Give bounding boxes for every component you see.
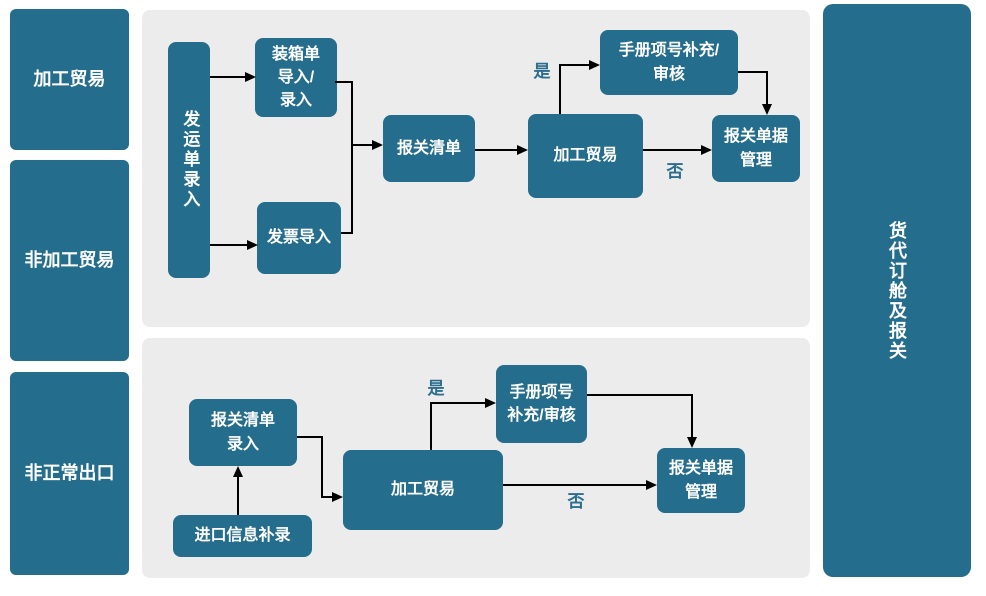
lane-processing-trade: 加工贸易 (10, 9, 129, 150)
arrowhead-right (332, 492, 343, 502)
connector-line (210, 244, 248, 246)
connector-line (559, 64, 561, 114)
arrowhead-right (517, 145, 528, 155)
node-doc-management-top: 报关单据 管理 (712, 115, 800, 182)
node-ship-order-entry: 发运单录入 (168, 42, 210, 278)
lane-freight-booking-declaration: 货代订舱及报关 (823, 4, 971, 577)
lane-non-processing-trade: 非加工贸易 (10, 160, 129, 361)
connector-line (503, 484, 647, 486)
connector-line (335, 81, 353, 83)
connector-line (475, 149, 518, 151)
connector-line (321, 436, 323, 497)
arrowhead-right (701, 145, 712, 155)
arrowhead-down (687, 437, 697, 448)
arrowhead-right (646, 480, 657, 490)
node-invoice-import: 发票导入 (257, 202, 341, 274)
arrowhead-right (589, 60, 600, 70)
connector-line (237, 476, 239, 515)
connector-line (691, 394, 693, 438)
connector-line (766, 71, 768, 105)
connector-line (341, 232, 353, 234)
node-manual-item-audit-bottom: 手册项号 补充/审核 (496, 365, 587, 443)
arrowhead-right (247, 240, 258, 250)
arrowhead-right (245, 72, 256, 82)
connector-line (351, 144, 373, 146)
node-declaration-list-entry: 报关清单 录入 (189, 399, 297, 466)
connector-line (587, 394, 693, 396)
edge-label-no-top: 否 (666, 162, 684, 181)
arrowhead-right (372, 140, 383, 150)
arrowhead-right (485, 398, 496, 408)
node-packing-list-import: 装箱单 导入/ 录入 (255, 38, 337, 117)
connector-line (297, 436, 323, 438)
arrowhead-up (233, 466, 243, 477)
connector-line (430, 402, 432, 450)
arrowhead-down (762, 104, 772, 115)
connector-line (351, 81, 353, 234)
node-doc-management-bottom: 报关单据 管理 (657, 448, 745, 513)
connector-line (559, 64, 590, 66)
node-import-info-entry: 进口信息补录 (173, 515, 312, 557)
connector-line (430, 402, 486, 404)
edge-label-yes-top: 是 (533, 62, 551, 81)
node-processing-trade-decision-top: 加工贸易 (528, 114, 643, 198)
node-declaration-list: 报关清单 (383, 115, 475, 182)
node-processing-trade-decision-bottom: 加工贸易 (343, 450, 503, 530)
edge-label-no-bottom: 否 (567, 492, 585, 511)
connector-line (643, 149, 703, 151)
connector-line (321, 496, 333, 498)
edge-label-yes-bottom: 是 (427, 379, 445, 398)
node-manual-item-audit-top: 手册项号补充/ 审核 (600, 30, 738, 95)
lane-abnormal-export: 非正常出口 (10, 372, 129, 575)
connector-line (738, 71, 768, 73)
connector-line (210, 76, 246, 78)
